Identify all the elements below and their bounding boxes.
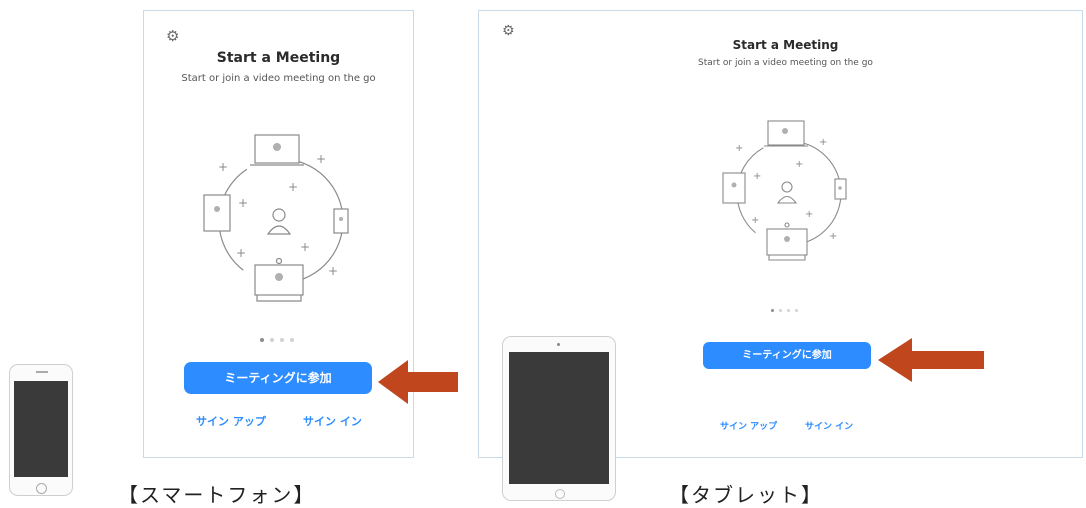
camera-icon: [557, 343, 560, 346]
tablet-screen: [509, 352, 609, 484]
page-dot: [290, 338, 294, 342]
svg-text:+: +: [328, 264, 338, 278]
page-indicator: [771, 309, 798, 312]
page-title: Start a Meeting: [216, 50, 341, 66]
sign-up-link[interactable]: サイン アップ: [720, 422, 778, 432]
smartphone-label: 【スマートフォン】: [118, 483, 316, 507]
sign-up-link[interactable]: サイン アップ: [196, 415, 266, 428]
gear-icon[interactable]: ⚙: [502, 23, 515, 39]
gear-icon[interactable]: ⚙: [166, 27, 180, 45]
page-dot: [795, 309, 798, 312]
svg-text:+: +: [829, 231, 837, 242]
svg-text:+: +: [238, 196, 248, 210]
svg-text:+: +: [316, 152, 326, 166]
sign-in-link[interactable]: サイン イン: [303, 415, 362, 428]
sign-in-link[interactable]: サイン イン: [805, 422, 854, 432]
svg-text:+: +: [795, 159, 803, 170]
page-indicator: [260, 338, 294, 342]
page-dot: [779, 309, 782, 312]
meeting-illustration: + + + + + + +: [203, 134, 349, 302]
arrow-icon: [378, 360, 458, 404]
page-dot: [280, 338, 284, 342]
phone-app-screen: ⚙ Start a Meeting Start or join a video …: [143, 10, 414, 458]
tablet-icon: [502, 336, 616, 501]
page-dot: [270, 338, 274, 342]
join-meeting-button[interactable]: ミーティングに参加: [703, 342, 871, 369]
svg-text:+: +: [236, 246, 246, 260]
join-meeting-button[interactable]: ミーティングに参加: [184, 362, 372, 394]
page-dot-active: [771, 309, 774, 312]
svg-text:+: +: [805, 209, 813, 220]
smartphone-icon: [9, 364, 73, 496]
page-dot: [787, 309, 790, 312]
page-subtitle: Start or join a video meeting on the go: [181, 73, 376, 84]
svg-text:+: +: [218, 160, 228, 174]
svg-text:+: +: [288, 180, 298, 194]
phone-screen: [14, 381, 68, 477]
arrow-icon: [878, 338, 984, 382]
speaker-icon: [36, 371, 48, 373]
svg-text:+: +: [751, 215, 759, 226]
svg-text:+: +: [819, 137, 827, 148]
svg-text:+: +: [735, 143, 743, 154]
home-button-icon: [555, 489, 565, 499]
home-button-icon: [36, 483, 47, 494]
tablet-label: 【タブレット】: [669, 483, 823, 507]
page-title: Start a Meeting: [732, 38, 839, 52]
meeting-illustration: + + + + + + +: [722, 120, 847, 261]
page-subtitle: Start or join a video meeting on the go: [698, 58, 873, 68]
page-dot-active: [260, 338, 264, 342]
svg-text:+: +: [300, 240, 310, 254]
svg-text:+: +: [753, 171, 761, 182]
